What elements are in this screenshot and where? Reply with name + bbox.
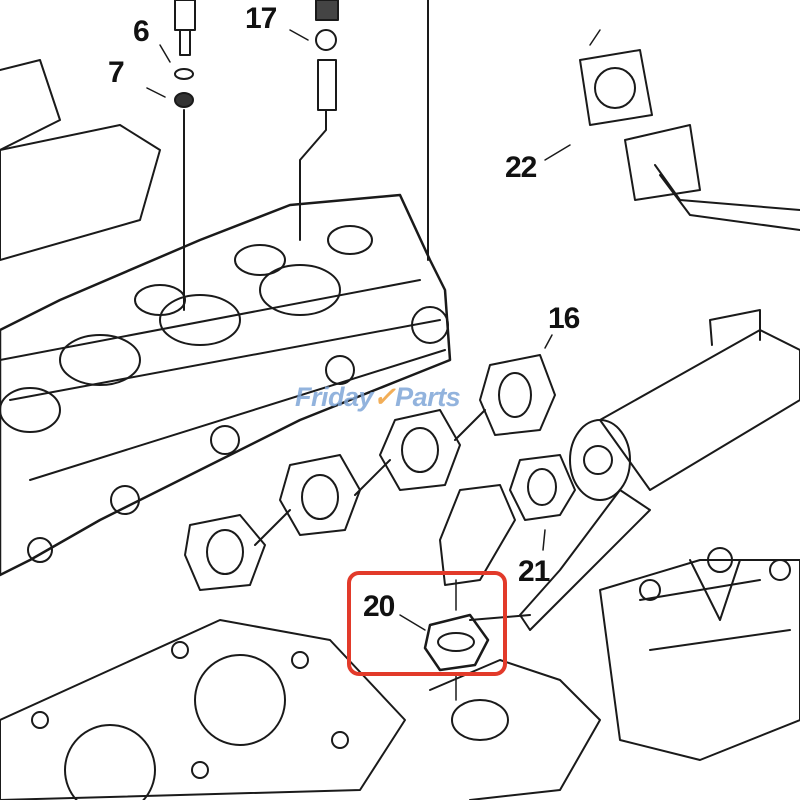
callout-16: 16: [548, 302, 580, 335]
watermark-brand-a: Friday: [295, 382, 374, 412]
exhaust-components: [429, 309, 800, 800]
gasket-22: [544, 29, 800, 231]
callout-6: 6: [133, 15, 150, 48]
callout-17: 17: [245, 2, 277, 35]
injector-parts: [146, 0, 429, 311]
watermark-brand-b: Parts: [395, 382, 461, 412]
callout-7: 7: [108, 56, 125, 89]
head-gasket: [0, 619, 406, 800]
highlight-box-part-20: [347, 571, 507, 676]
callout-21: 21: [518, 555, 550, 588]
callout-20: 20: [363, 590, 395, 623]
gasket-20: [399, 579, 490, 701]
watermark-logo: Friday✓Parts: [295, 382, 461, 413]
cylinder-head: [0, 59, 452, 577]
callout-22: 22: [505, 151, 537, 184]
manifold-gaskets: [184, 334, 576, 591]
checkmark-icon: ✓: [373, 382, 396, 412]
